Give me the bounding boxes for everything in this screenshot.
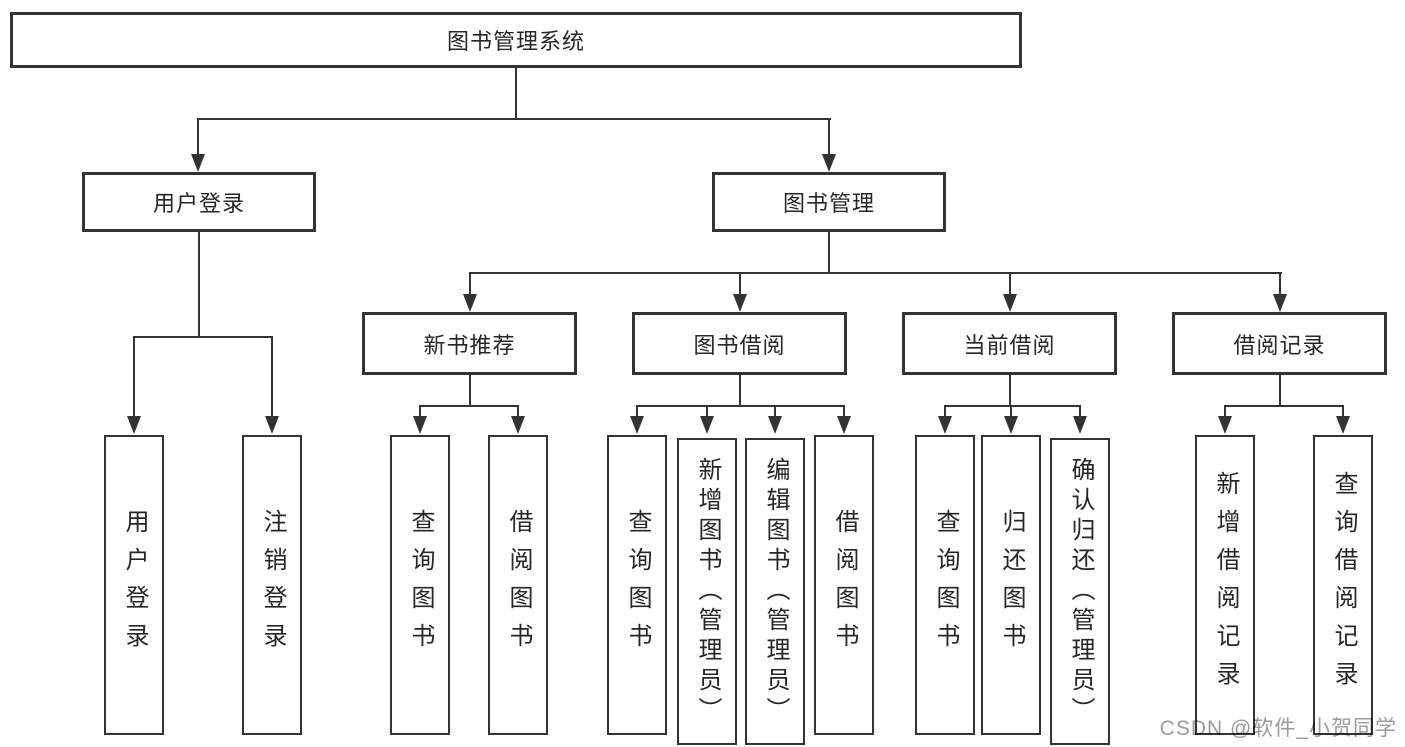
leaf-add-borrow-record: 新增借阅记录 [1195,435,1255,735]
arrow-down-icon [1218,416,1232,434]
arrow-down-icon [733,294,747,312]
connector-vline [1079,405,1081,418]
arrow-down-icon [413,416,427,434]
connector-vline [197,118,199,158]
connector-vline [1224,405,1226,418]
leaf-logout: 注销登录 [242,435,302,735]
leaf-logout-label: 注销登录 [259,509,286,661]
arrow-down-icon [511,416,525,434]
connector-hline [197,118,831,120]
watermark: CSDN @软件_小贺同学 [1159,717,1397,740]
connector-vline [1009,375,1011,405]
arrow-down-icon [938,416,952,434]
arrow-down-icon [1273,294,1287,312]
leaf-borrow-books: 借阅图书 [814,435,874,735]
leaf-user-login-label: 用户登录 [121,509,148,661]
leaf-add-borrow-record-label: 新增借阅记录 [1212,471,1239,699]
leaf-query-borrow-record: 查询借阅记录 [1313,435,1373,735]
arrow-down-icon [1336,416,1350,434]
connector-vline [1342,405,1344,418]
connector-vline [517,405,519,418]
node-current-borrow-label: 当前借阅 [963,332,1056,358]
connector-vline [739,272,741,296]
connector-hline [1224,405,1344,407]
connector-hline [469,272,1282,274]
connector-vline [419,405,421,418]
connector-vline [133,336,135,418]
connector-vline [739,375,741,405]
leaf-borrow-books-recommend-label: 借阅图书 [505,509,532,661]
node-book-borrow: 图书借阅 [632,312,847,375]
connector-vline [828,232,830,272]
connector-vline [1009,272,1011,296]
connector-vline [774,405,776,418]
connector-vline [636,405,638,418]
arrow-down-icon [837,416,851,434]
connector-vline [944,405,946,418]
leaf-query-books-current-label: 查询图书 [932,509,959,661]
leaf-return-book-label: 归还图书 [998,509,1025,661]
connector-vline [1279,375,1281,405]
node-new-book-recommend: 新书推荐 [362,312,577,375]
leaf-edit-book-admin: 编辑图书（管理员） [745,438,805,745]
connector-vline [198,232,200,336]
leaf-return-book: 归还图书 [981,435,1041,735]
leaf-query-books-recommend: 查询图书 [390,435,450,735]
leaf-query-books-current: 查询图书 [915,435,975,735]
leaf-query-books-borrow: 查询图书 [607,435,667,735]
arrow-down-icon [127,416,141,434]
connector-vline [828,118,830,158]
leaf-confirm-return-admin: 确认归还（管理员） [1050,438,1110,745]
leaf-add-book-admin-label: 新增图书（管理员） [694,456,721,727]
node-book-borrow-label: 图书借阅 [693,332,786,358]
node-root: 图书管理系统 [10,12,1022,68]
arrow-down-icon [463,294,477,312]
leaf-confirm-return-admin-label: 确认归还（管理员） [1067,456,1094,727]
connector-vline [843,405,845,418]
arrow-down-icon [1003,294,1017,312]
connector-vline [706,405,708,418]
arrow-down-icon [191,154,205,172]
node-root-label: 图书管理系统 [446,29,585,54]
node-book-management: 图书管理 [712,172,946,232]
leaf-query-books-recommend-label: 查询图书 [407,509,434,661]
connector-vline [515,68,517,118]
node-user-login-label: 用户登录 [152,191,245,216]
connector-hline [419,405,519,407]
connector-hline [133,336,273,338]
node-book-management-label: 图书管理 [782,191,875,216]
connector-vline [271,336,273,418]
leaf-query-books-borrow-label: 查询图书 [624,509,651,661]
connector-vline [1010,405,1012,418]
node-borrow-records: 借阅记录 [1172,312,1387,375]
arrow-down-icon [1004,416,1018,434]
connector-vline [469,375,471,405]
node-current-borrow: 当前借阅 [902,312,1117,375]
arrow-down-icon [822,154,836,172]
node-borrow-records-label: 借阅记录 [1233,332,1326,358]
arrow-down-icon [700,416,714,434]
connector-vline [1279,272,1281,296]
connector-hline [944,405,1080,407]
arrow-down-icon [265,416,279,434]
leaf-borrow-books-label: 借阅图书 [831,509,858,661]
leaf-user-login: 用户登录 [104,435,164,735]
arrow-down-icon [630,416,644,434]
arrow-down-icon [768,416,782,434]
leaf-add-book-admin: 新增图书（管理员） [677,438,737,745]
leaf-borrow-books-recommend: 借阅图书 [488,435,548,735]
leaf-query-borrow-record-label: 查询借阅记录 [1330,471,1357,699]
connector-hline [636,405,844,407]
node-user-login: 用户登录 [82,172,316,232]
connector-vline [469,272,471,296]
node-new-book-recommend-label: 新书推荐 [423,332,516,358]
leaf-edit-book-admin-label: 编辑图书（管理员） [762,456,789,727]
arrow-down-icon [1073,416,1087,434]
